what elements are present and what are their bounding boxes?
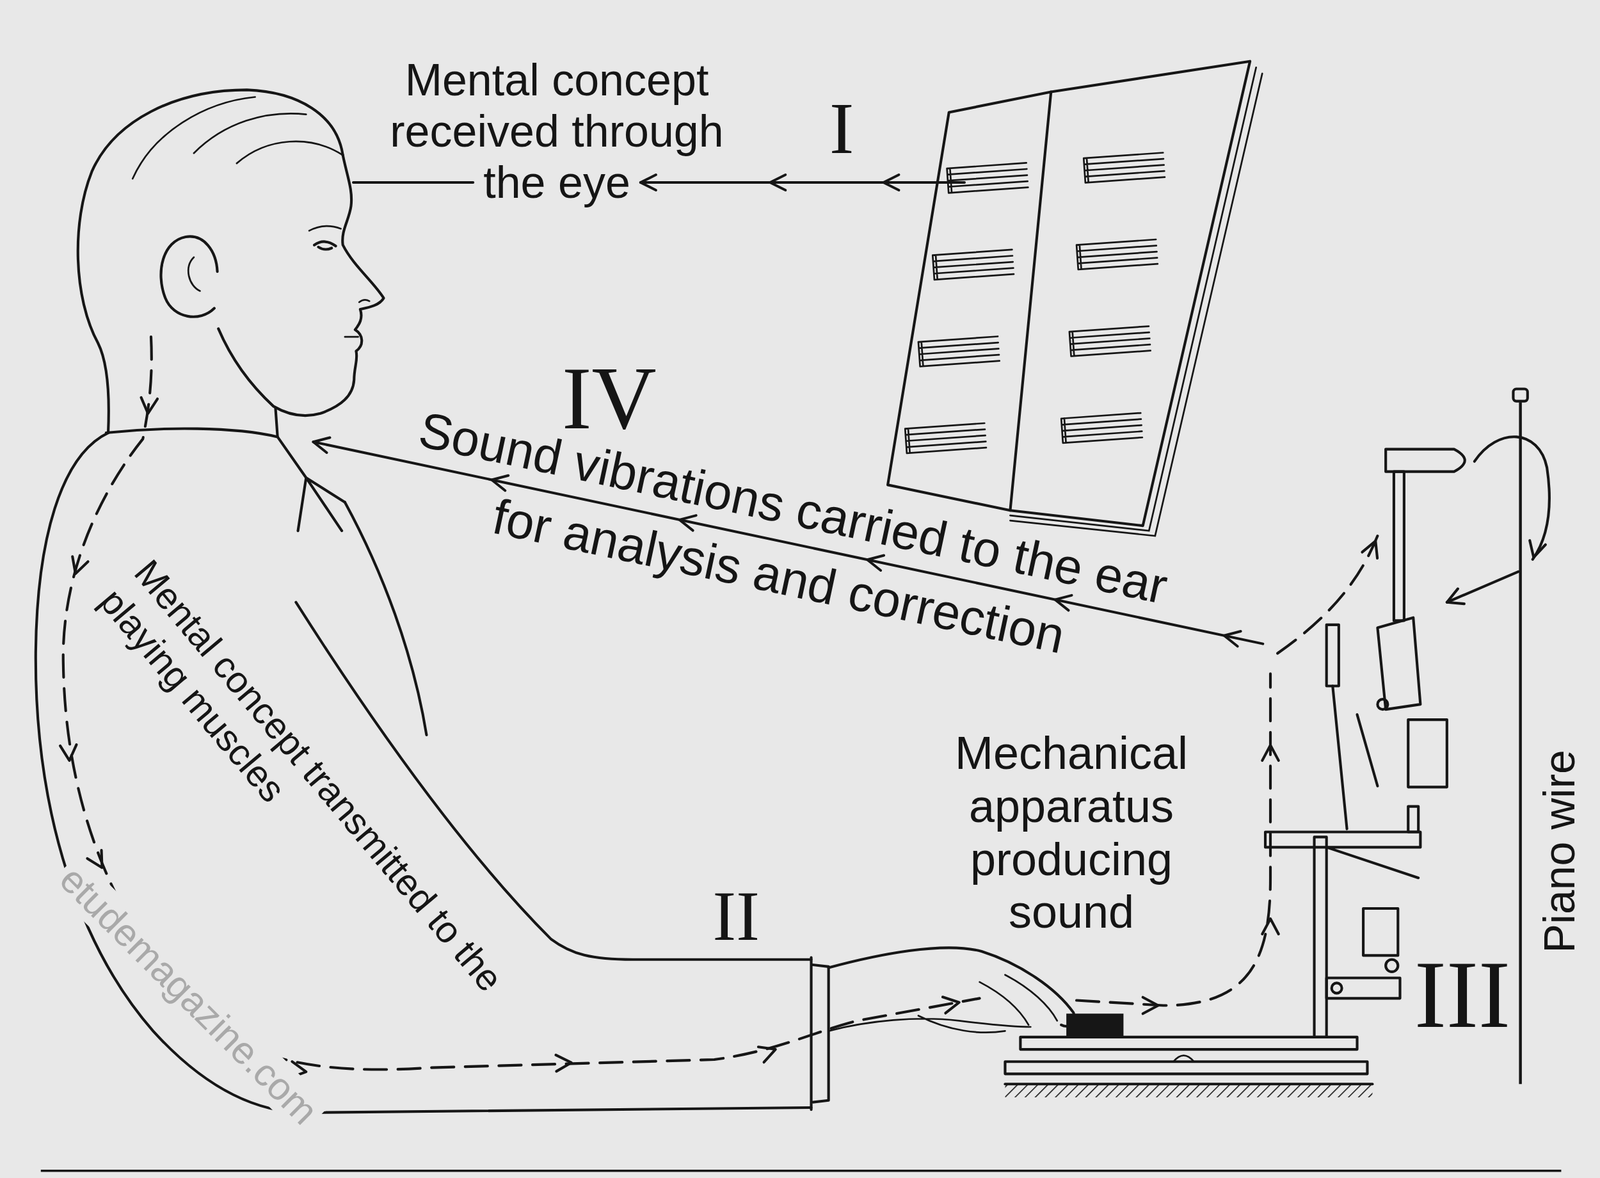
- arrowhead: [312, 437, 330, 452]
- callout-number: I: [829, 91, 854, 166]
- stave: [904, 423, 987, 454]
- collar: [106, 428, 345, 532]
- bottom-rule: [40, 1169, 1562, 1172]
- sight-arrow: [640, 181, 965, 184]
- arrowhead: [1224, 631, 1241, 646]
- book-page: [887, 92, 1051, 511]
- stave: [1061, 412, 1143, 443]
- rebound-arrow: [1447, 571, 1519, 603]
- key-lever: [1020, 1036, 1357, 1049]
- arrowhead: [942, 993, 961, 1013]
- book-page: [1009, 61, 1250, 526]
- jack: [1326, 624, 1339, 687]
- fingers: [828, 974, 1058, 1033]
- arrowhead: [139, 397, 157, 415]
- stave: [1076, 239, 1158, 270]
- arrowhead: [1443, 588, 1465, 610]
- key-bed: [1004, 1061, 1368, 1074]
- music-book: [887, 61, 1263, 536]
- watermark: etudemagazine.com: [47, 853, 331, 1136]
- hammer-shank: [1393, 471, 1405, 621]
- pivot: [1331, 982, 1343, 993]
- face-profile: [218, 154, 384, 416]
- stave: [947, 162, 1029, 193]
- jacket-front: [344, 501, 427, 735]
- hammer-butt: [1377, 617, 1421, 710]
- sight-leader: [353, 181, 473, 184]
- arrowhead: [1262, 918, 1279, 934]
- ear: [188, 257, 200, 292]
- action-path: [1277, 535, 1378, 653]
- arrowhead: [769, 174, 786, 191]
- hammer-head: [1385, 449, 1465, 472]
- head-outline: [78, 89, 344, 433]
- hand: [828, 947, 1075, 1026]
- arrowhead: [758, 1041, 779, 1062]
- stave: [1083, 152, 1165, 183]
- regulating-block: [1363, 908, 1398, 955]
- wippen: [1265, 831, 1421, 878]
- neck: [275, 408, 278, 438]
- arrowhead: [1143, 997, 1159, 1014]
- jack-link: [1332, 685, 1347, 829]
- nerve-path: [63, 336, 1271, 1069]
- arrowhead: [1525, 540, 1546, 560]
- part-label: Piano wire: [1533, 749, 1586, 953]
- hair: [132, 97, 343, 180]
- arrowhead: [67, 556, 89, 576]
- stave: [932, 249, 1014, 280]
- balance-pin: [1173, 1055, 1195, 1062]
- eye: [314, 241, 336, 249]
- pivot: [1385, 959, 1398, 972]
- arrowhead: [1361, 537, 1384, 559]
- arrowhead: [556, 1054, 573, 1071]
- callout-number: II: [712, 880, 760, 952]
- link: [1357, 714, 1378, 786]
- arrowhead: [640, 174, 656, 191]
- back-check-wire: [1408, 806, 1419, 832]
- key-top: [1066, 1013, 1124, 1036]
- arrowhead: [883, 174, 899, 191]
- strike-loop: [1474, 436, 1550, 559]
- stave: [1069, 326, 1151, 357]
- lever: [1326, 977, 1401, 998]
- flow-arrows: [60, 336, 1550, 1080]
- stave: [918, 336, 1000, 367]
- sticker: [1314, 836, 1327, 1037]
- tuning-pin: [1512, 389, 1528, 402]
- book-edge: [1009, 67, 1263, 536]
- floor: [1004, 1082, 1373, 1085]
- floor-hatch: [1004, 1084, 1373, 1097]
- back-check: [1408, 719, 1448, 787]
- callout-text: Mental concept received through the eye: [377, 54, 736, 208]
- wire: [1518, 401, 1522, 1084]
- callout-text: Mechanical apparatus producing sound: [944, 726, 1199, 939]
- callout-text: Sound vibrations carried to the ear for …: [380, 391, 1192, 694]
- callout-number: III: [1414, 945, 1511, 1042]
- ear: [161, 236, 218, 317]
- pivot: [1377, 698, 1388, 710]
- arrowhead: [1262, 744, 1279, 761]
- arrowhead: [60, 744, 78, 761]
- face-details: [309, 225, 370, 337]
- piano-wire: [1512, 389, 1528, 1085]
